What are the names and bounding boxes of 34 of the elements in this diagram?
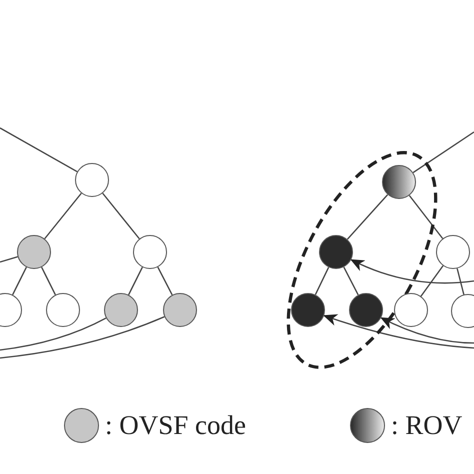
code-node-circle xyxy=(436,235,470,269)
connector-line xyxy=(346,194,388,240)
code-node-circle xyxy=(75,163,109,197)
connector-line xyxy=(408,195,444,239)
connector-line xyxy=(314,267,330,295)
arrow xyxy=(323,314,474,349)
ovsf-code-circle xyxy=(17,235,51,269)
occupied-code-circle xyxy=(349,293,383,327)
connector-line xyxy=(12,266,27,296)
connector-line xyxy=(412,131,474,174)
connector-line xyxy=(128,266,143,296)
connector-line xyxy=(420,265,444,297)
connector-line xyxy=(102,192,140,240)
rov-code-circle xyxy=(382,165,416,199)
occupied-code-circle xyxy=(291,293,325,327)
code-node-circle xyxy=(394,293,428,327)
ovsf-code-circle xyxy=(104,293,138,327)
connector-line xyxy=(0,316,165,359)
connector-line xyxy=(0,127,78,172)
code-node-circle xyxy=(46,293,80,327)
occupied-code-circle xyxy=(319,235,353,269)
ovsf-code-circle xyxy=(163,293,197,327)
connector-line xyxy=(0,256,18,263)
connector-line xyxy=(343,266,359,296)
code-node-circle xyxy=(133,235,167,269)
connector-line xyxy=(456,268,464,295)
connector-line xyxy=(44,192,82,240)
arrow xyxy=(350,259,474,284)
connector-line xyxy=(0,318,106,351)
legend-text: : ROV xyxy=(391,409,462,442)
arrow xyxy=(380,317,474,344)
connector-line xyxy=(41,266,56,296)
legend-text: : OVSF code xyxy=(105,409,246,442)
connector-line xyxy=(157,266,173,296)
